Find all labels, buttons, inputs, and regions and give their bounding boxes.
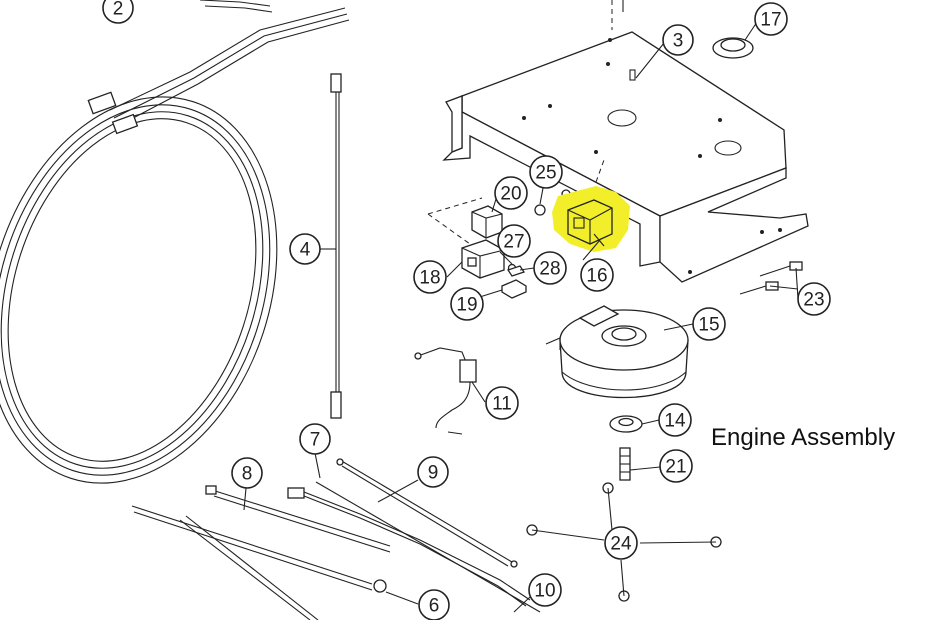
part-4-strap [330, 73, 342, 419]
part-8-cable [205, 485, 391, 553]
callout-2: 2 [102, 0, 134, 24]
svg-text:2: 2 [113, 0, 124, 20]
svg-text:6: 6 [429, 596, 440, 617]
part-21-bolt [619, 447, 631, 481]
svg-text:18: 18 [419, 268, 440, 289]
callout-17: 17 [754, 2, 788, 36]
svg-text:28: 28 [539, 259, 560, 280]
part-2-wire-harness [0, 0, 350, 484]
callout-8: 8 [231, 457, 263, 489]
svg-text:10: 10 [534, 581, 555, 602]
callout-23: 23 [797, 282, 831, 316]
part-10-cable [179, 481, 541, 620]
svg-text:25: 25 [535, 163, 556, 184]
part-16-switch-highlighted [552, 159, 630, 252]
callout-21: 21 [659, 449, 693, 483]
svg-text:17: 17 [760, 10, 781, 31]
svg-text:16: 16 [586, 266, 607, 287]
part-20-relay [427, 197, 503, 245]
callout-24: 24 [604, 526, 638, 560]
svg-text:3: 3 [673, 31, 684, 52]
part-28-screw [506, 265, 526, 277]
callout-11: 11 [485, 386, 519, 420]
callout-19: 19 [450, 287, 484, 321]
callout-10: 10 [528, 573, 562, 607]
callout-14: 14 [658, 403, 692, 437]
part-15-clutch [545, 305, 689, 399]
callout-7: 7 [299, 423, 331, 455]
assembly-title: Engine Assembly [711, 424, 896, 451]
svg-text:15: 15 [698, 315, 719, 336]
part-7-cable [287, 487, 531, 607]
part-14-spacer [609, 415, 643, 433]
svg-text:7: 7 [310, 430, 321, 451]
svg-text:20: 20 [500, 184, 521, 205]
callout-16: 16 [580, 258, 614, 292]
callout-3: 3 [662, 24, 694, 56]
callout-9: 9 [417, 456, 449, 488]
svg-text:4: 4 [300, 240, 311, 261]
part-3-mounting-bracket [442, 0, 809, 283]
svg-text:21: 21 [665, 457, 686, 478]
part-23-bolts [739, 261, 803, 295]
callout-6: 6 [418, 589, 450, 620]
part-6-cable [131, 505, 387, 593]
svg-text:8: 8 [242, 464, 253, 485]
svg-text:23: 23 [803, 290, 824, 311]
callout-4: 4 [289, 233, 321, 265]
svg-text:27: 27 [503, 232, 524, 253]
callout-28: 28 [533, 251, 567, 285]
part-9-cable [336, 458, 518, 568]
callout-20: 20 [494, 176, 528, 210]
callout-15: 15 [692, 307, 726, 341]
svg-text:9: 9 [428, 463, 439, 484]
callout-25: 25 [529, 155, 563, 189]
callout-18: 18 [413, 260, 447, 294]
callout-27: 27 [497, 224, 531, 258]
part-18-relay-socket [461, 239, 505, 279]
svg-text:14: 14 [664, 411, 686, 432]
part-17-grommet [712, 37, 754, 59]
svg-text:24: 24 [610, 534, 632, 555]
svg-text:19: 19 [456, 295, 477, 316]
svg-text:11: 11 [492, 394, 512, 415]
part-19-connector [501, 279, 527, 299]
part-11-fuse-harness [414, 347, 477, 435]
